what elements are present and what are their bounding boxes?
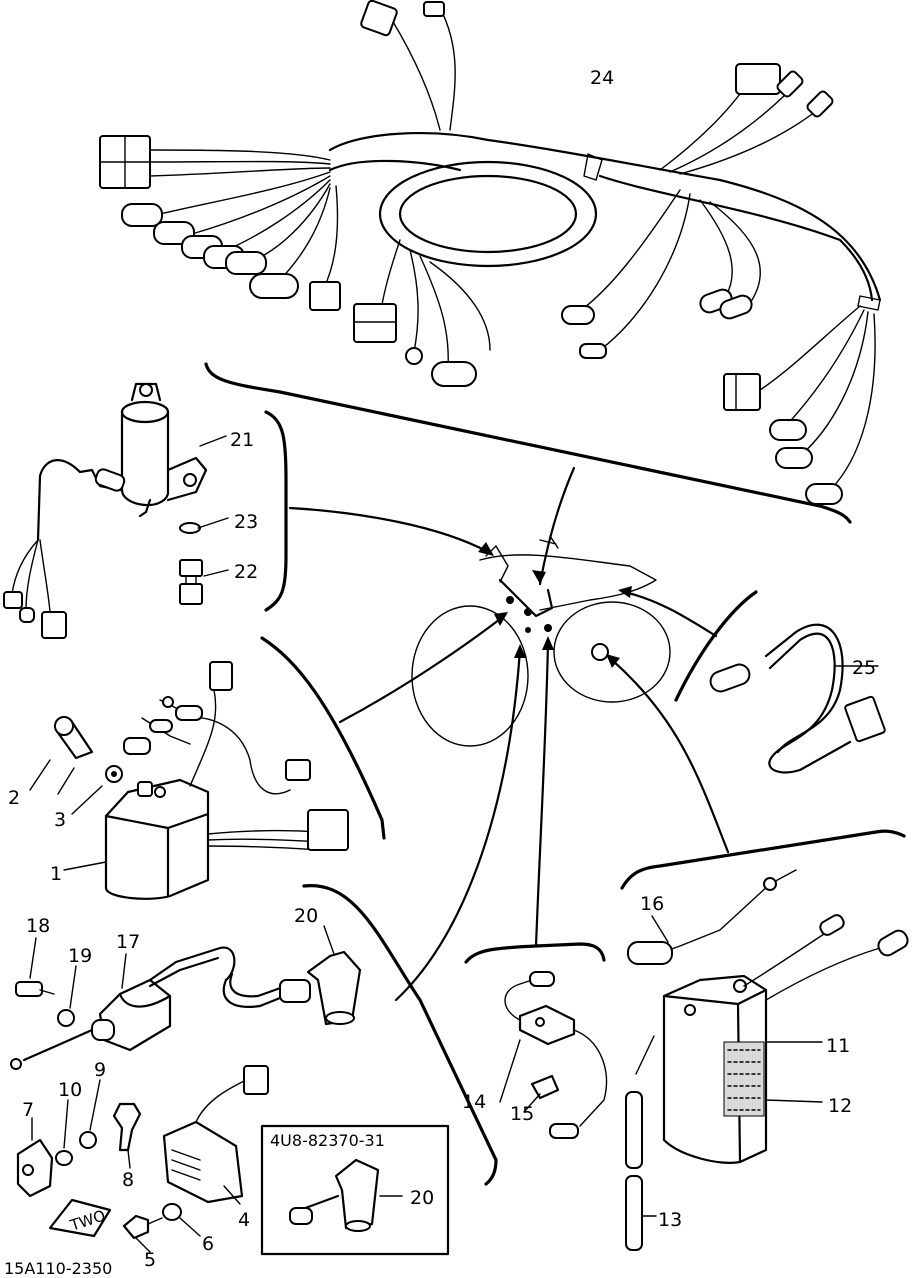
relay-group: [464, 942, 608, 1139]
callout-21: 21: [230, 429, 254, 451]
callout-20: 20: [294, 905, 318, 927]
figure-code: 15A110-2350: [4, 1259, 112, 1278]
callout-18: 18: [26, 915, 50, 937]
sub-harness-group: [674, 590, 886, 774]
callout-22: 22: [234, 561, 258, 583]
callout-24: 24: [590, 67, 614, 89]
callout-10: 10: [58, 1079, 82, 1101]
main-switch-group: [3, 382, 288, 639]
callout-3: 3: [54, 809, 66, 831]
coil-label: TWO: [67, 1206, 108, 1234]
callout-15: 15: [510, 1103, 534, 1125]
callout-17: 17: [116, 931, 140, 953]
cdi-unit-group: [29, 636, 386, 900]
callout-numbers: 24 21 23 22 25 2 3 1 18 19 17 20 16 11 1…: [4, 67, 876, 1278]
callout-13: 13: [658, 1209, 682, 1231]
callout-11: 11: [826, 1035, 850, 1057]
callout-8: 8: [122, 1169, 134, 1191]
callout-12: 12: [828, 1095, 852, 1117]
callout-16: 16: [640, 893, 664, 915]
frame-sketch: [288, 466, 730, 1002]
ignition-coil-group: TWO: [10, 884, 498, 1256]
callout-4: 4: [238, 1209, 250, 1231]
callout-7: 7: [22, 1099, 34, 1121]
callout-19: 19: [68, 945, 92, 967]
callout-5: 5: [144, 1249, 156, 1271]
wire-harness: [99, 0, 882, 524]
callout-9: 9: [94, 1059, 106, 1081]
callout-25: 25: [852, 657, 876, 679]
callout-14: 14: [462, 1091, 486, 1113]
battery-group: [620, 829, 909, 1251]
callout-6: 6: [202, 1233, 214, 1255]
callout-23: 23: [234, 511, 258, 533]
callout-20-inset: 20: [410, 1187, 434, 1209]
callout-1: 1: [50, 863, 62, 885]
inset-part-number: 4U8-82370-31: [270, 1131, 385, 1150]
callout-2: 2: [8, 787, 20, 809]
